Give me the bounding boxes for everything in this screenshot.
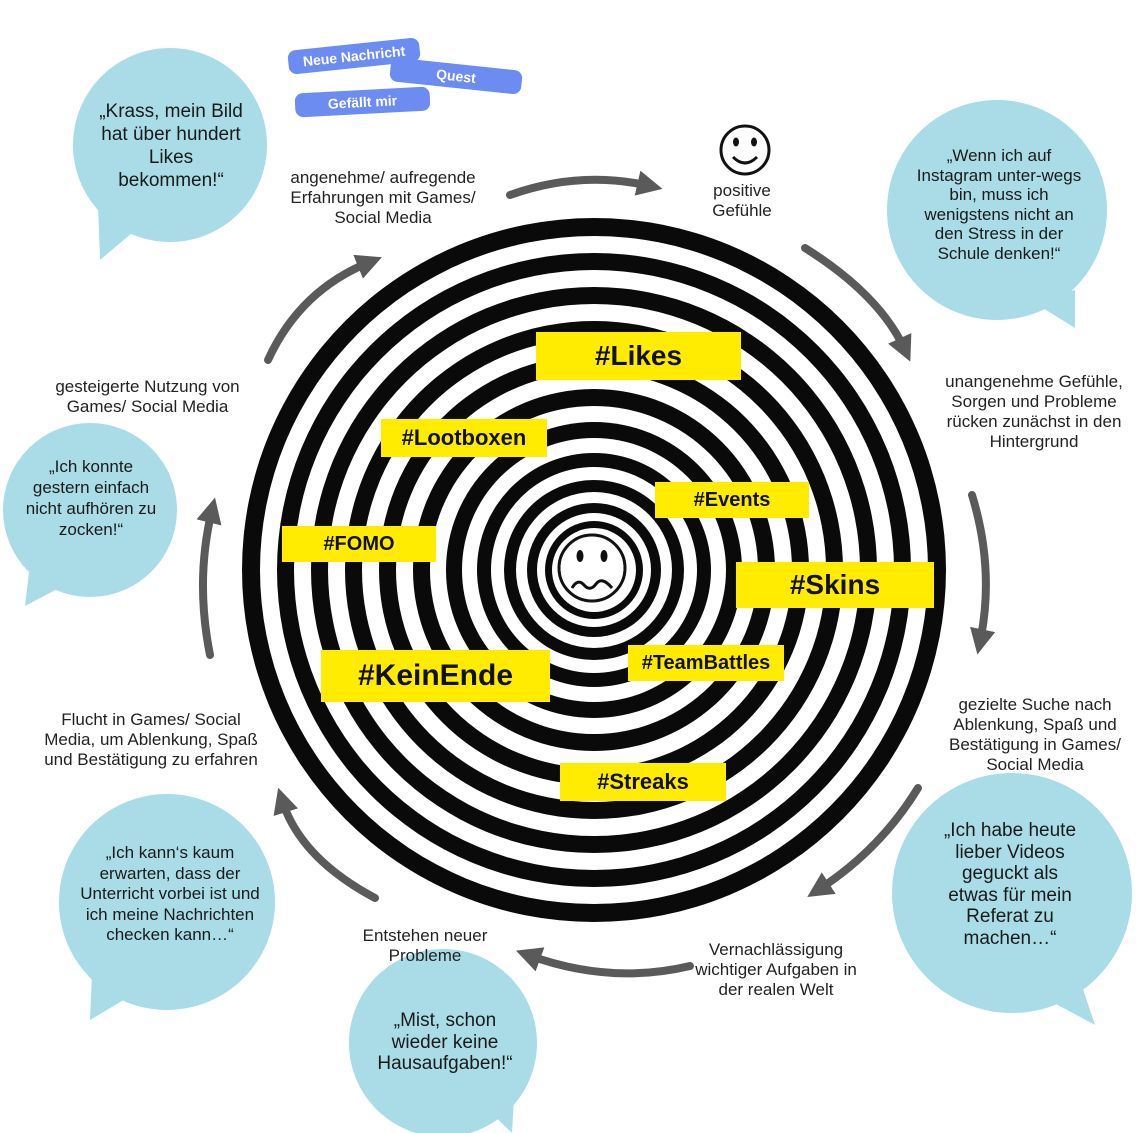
speech-bubble-6 <box>3 423 177 606</box>
cycle-arrow-1 <box>506 170 663 199</box>
cycle-arrow-3 <box>968 491 996 655</box>
hashtag-lootboxen: #Lootboxen <box>381 419 547 457</box>
hashtag-keinende: #KeinEnde <box>321 650 550 702</box>
speech-bubble-1 <box>73 48 267 260</box>
hashtag-fomo: #FOMO <box>282 526 436 562</box>
hashtag-likes: #Likes <box>536 332 741 380</box>
speech-bubble-5 <box>59 794 275 1020</box>
quote-2: „Wenn ich auf Instagram unter-wegs bin, … <box>916 146 1082 263</box>
cycle-step-3-label: unangenehme Gefühle, Sorgen und Probleme… <box>945 372 1123 451</box>
cycle-step-4-label: gezielte Suche nach Ablenkung, Spaß und … <box>949 695 1121 774</box>
hashtag-skins: #Skins <box>736 562 934 608</box>
cycle-step-6-label: Entstehen neuer Probleme <box>362 926 488 965</box>
quote-1: „Krass, mein Bild hat über hundert Likes… <box>99 101 243 191</box>
speech-bubble-2 <box>887 100 1107 328</box>
quote-6: „Ich konnte gestern einfach nicht aufhör… <box>25 457 157 539</box>
speech-bubble-4 <box>349 949 537 1133</box>
smiley-face-icon <box>719 124 771 176</box>
quote-3: „Ich habe heute lieber Videos geguckt al… <box>943 820 1077 949</box>
cycle-arrow-5 <box>515 947 694 978</box>
quote-4: „Mist, schon wieder keine Hausaufgaben!“ <box>377 1010 513 1074</box>
cycle-arrow-6 <box>273 787 379 902</box>
cycle-arrow-8 <box>264 254 382 364</box>
hashtag-events: #Events <box>655 482 809 518</box>
cycle-arrow-7 <box>196 497 222 659</box>
hashtag-teambattles: #TeamBattles <box>628 645 784 681</box>
quote-5: „Ich kann‘s kaum erwarten, dass der Unte… <box>80 843 260 944</box>
speech-bubble-3 <box>892 773 1132 1025</box>
hashtag-streaks: #Streaks <box>560 763 726 801</box>
cycle-arrow-2 <box>801 244 912 362</box>
sad-face-icon <box>557 533 627 603</box>
cycle-step-1-label: angenehme/ aufregende Erfahrungen mit Ga… <box>290 168 476 227</box>
cycle-step-5-label: Vernachlässigung wichtiger Aufgaben in d… <box>695 940 857 999</box>
cycle-step-2-label: positive Gefühle <box>712 181 772 220</box>
cycle-arrow-4 <box>807 784 922 897</box>
cycle-step-8-label: gesteigerte Nutzung von Games/ Social Me… <box>55 377 240 416</box>
cycle-step-7-label: Flucht in Games/ Social Media, um Ablenk… <box>44 710 258 769</box>
